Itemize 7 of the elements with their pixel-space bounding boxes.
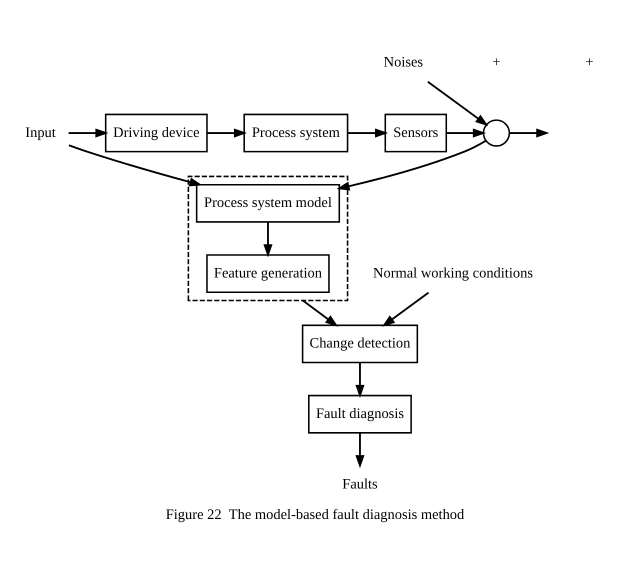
- label: +: [492, 54, 500, 71]
- node-text: Normal working conditions: [373, 265, 533, 282]
- label: +: [585, 54, 594, 71]
- node-text: Noises: [384, 54, 424, 71]
- caption: Figure 22 The model-based fault diagnosis method: [166, 506, 464, 523]
- node-text: Input: [25, 124, 56, 141]
- node-text: Faults: [342, 476, 378, 492]
